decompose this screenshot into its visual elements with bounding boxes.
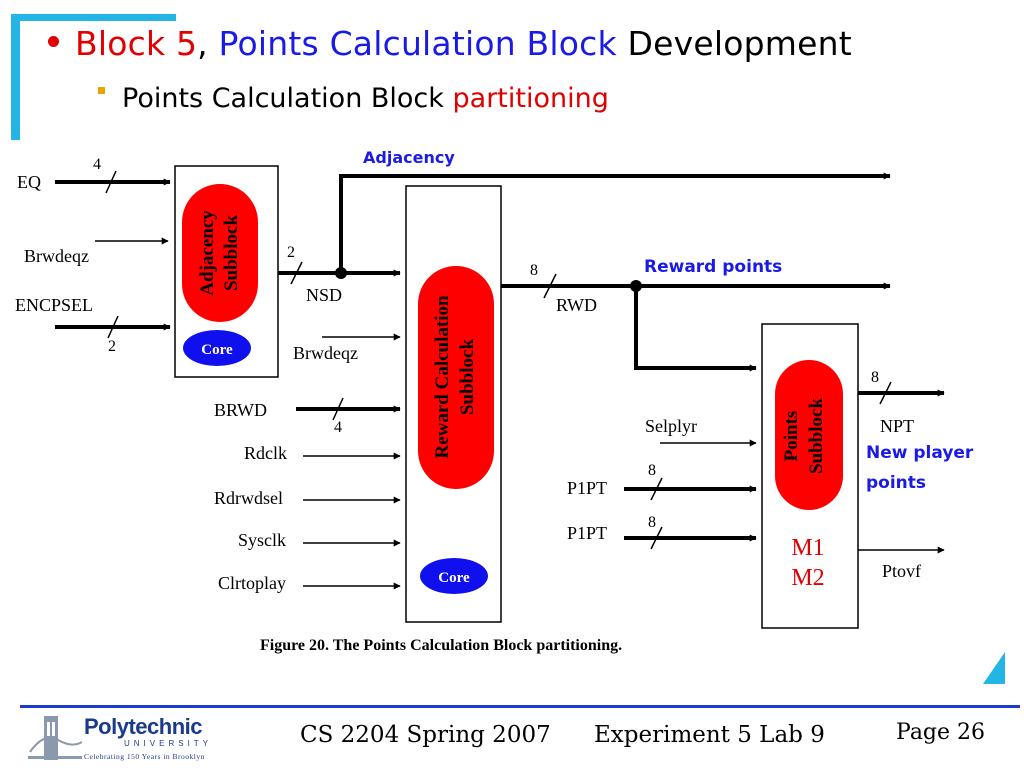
logo-tagline: Celebrating 150 Years in Brooklyn	[84, 752, 205, 761]
points-m1-label: M1	[791, 535, 824, 561]
input-encpsel-width: 2	[108, 338, 116, 355]
annotation-new-player-line2: points	[866, 473, 926, 493]
annotation-reward-points: Reward points	[644, 257, 782, 277]
adjacency-label-line1: Adjacency	[197, 210, 218, 296]
footer-course: CS 2204 Spring 2007	[300, 722, 551, 748]
annotation-new-player-line1: New player	[866, 443, 974, 463]
reward-subblock-pill	[418, 266, 494, 489]
input-p1pt-a-width: 8	[648, 462, 656, 479]
points-label-line1: Points	[781, 411, 802, 462]
input-p1pt-a-bus-slash	[650, 477, 663, 501]
slide-subtitle: Points Calculation Block partitioning	[98, 83, 609, 114]
input-p1pt-b-label: P1PT	[567, 523, 607, 543]
input-brwd-width: 4	[334, 419, 342, 436]
title-block-name: Points Calculation Block	[218, 24, 617, 63]
output-npt-bus-slash	[879, 381, 892, 405]
reward-label-line2: Subblock	[457, 339, 478, 415]
output-npt-width: 8	[871, 369, 879, 386]
polytechnic-logo: Polytechnic UNIVERSITY Celebrating 150 Y…	[28, 712, 228, 766]
input-p1pt-a-label: P1PT	[567, 478, 607, 498]
title-block-number: Block 5	[75, 24, 198, 63]
reward-label-line1: Reward Calculation	[432, 295, 453, 459]
adjacency-subblock-pill	[182, 184, 258, 322]
page-number: Page 26	[896, 720, 986, 745]
reward-core-label: Core	[438, 570, 470, 586]
bridge-icon	[28, 716, 82, 760]
reward-input-brwdeqz-label: Brwdeqz	[293, 343, 358, 363]
figure-caption: Figure 20. The Points Calculation Block …	[260, 637, 622, 654]
input-eq-width: 4	[93, 156, 101, 173]
cyan-bracket-vertical	[11, 14, 20, 140]
annotation-adjacency: Adjacency	[363, 148, 455, 167]
input-rdrwdsel-label: Rdrwdsel	[214, 488, 283, 508]
rwd-to-points-arrow	[634, 286, 757, 372]
input-clrtoplay-label: Clrtoplay	[218, 573, 286, 593]
footer-experiment: Experiment 5 Lab 9	[594, 722, 825, 748]
rwd-bus-slash	[543, 273, 557, 299]
square-bullet-icon	[98, 87, 105, 94]
footer-rule	[20, 705, 1020, 708]
input-p1pt-b-bus-slash	[650, 526, 663, 550]
adjacency-core-ellipse	[183, 330, 251, 366]
input-encpsel-label: ENCPSEL	[15, 295, 93, 315]
adj-input-brwdeqz-label: Brwdeqz	[24, 246, 89, 266]
nsd-label: NSD	[306, 285, 342, 305]
adjacency-core-label: Core	[201, 342, 233, 358]
nsd-bus-slash	[290, 261, 303, 285]
logo-name: Polytechnic	[84, 714, 202, 739]
adjacency-output-arrow	[339, 172, 891, 273]
adjacency-label-line2: Subblock	[221, 215, 242, 291]
nsd-width: 2	[287, 244, 295, 261]
input-p1pt-b-width: 8	[648, 514, 656, 531]
input-selplyr-label: Selplyr	[645, 416, 697, 436]
input-brwd-label: BRWD	[214, 400, 267, 420]
subtitle-partitioning: partitioning	[452, 83, 609, 114]
title-development: Development	[627, 24, 852, 63]
input-brwd-bus-slash	[332, 397, 344, 421]
output-ptovf-label: Ptovf	[882, 561, 921, 581]
input-encpsel-bus-slash	[107, 315, 119, 339]
points-subblock-pill	[775, 360, 843, 510]
title-comma: ,	[197, 24, 208, 63]
output-npt-label: NPT	[880, 416, 914, 436]
input-eq-label: EQ	[17, 172, 41, 192]
input-sysclk-label: Sysclk	[238, 530, 286, 550]
cyan-corner-triangle	[983, 652, 1005, 684]
logo-university: UNIVERSITY	[124, 739, 213, 748]
subtitle-block-name: Points Calculation Block	[122, 83, 444, 114]
reward-core-ellipse	[420, 558, 488, 594]
points-label-line2: Subblock	[806, 398, 827, 474]
rwd-width: 8	[530, 262, 538, 279]
input-eq-bus-slash	[105, 170, 117, 194]
slide-title: Block 5, Points Calculation Block Develo…	[48, 24, 852, 63]
cyan-bracket-horizontal	[11, 14, 176, 21]
input-rdclk-label: Rdclk	[244, 443, 287, 463]
bullet-dot-icon	[48, 36, 59, 47]
points-m2-label: M2	[791, 565, 824, 591]
rwd-label: RWD	[556, 295, 597, 315]
